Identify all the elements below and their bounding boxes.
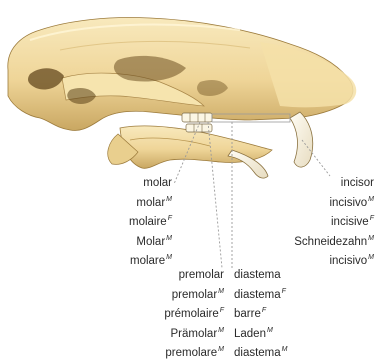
diastema-term-fr: barreF xyxy=(234,303,314,323)
molar-term-es: molarM xyxy=(98,192,172,212)
incisor-term-fr: incisiveF xyxy=(278,211,374,231)
premolar-term-fr: prémolaireF xyxy=(148,303,224,323)
premolar-term-de: PrämolarM xyxy=(148,323,224,343)
diastema-term-es: diastemaF xyxy=(234,284,314,304)
premolar-label-group: premolar premolarM prémolaireF PrämolarM… xyxy=(148,268,224,362)
molar-term-en: molar xyxy=(98,176,172,192)
incisor-term-es: incisivoM xyxy=(278,192,374,212)
diastema-term-en: diastema xyxy=(234,268,314,284)
diastema-term-de: LadenM xyxy=(234,323,314,343)
incisor-label-group: incisor incisivoM incisiveF Schneidezahn… xyxy=(278,176,374,270)
premolar-term-it: premolareM xyxy=(148,342,224,362)
diastema-term-it: diastemaM xyxy=(234,342,314,362)
molar-term-fr: molaireF xyxy=(98,211,172,231)
molar-label-group: molar molarM molaireF MolarM molareM xyxy=(98,176,172,270)
incisor-term-en: incisor xyxy=(278,176,374,192)
upper-incisor xyxy=(290,112,313,167)
diastema-label-group: diastema diastemaF barreF LadenM diastem… xyxy=(234,268,314,362)
premolar-term-en: premolar xyxy=(148,268,224,284)
incisor-term-de: SchneidezahnM xyxy=(278,231,374,251)
incisor-term-it: incisivoM xyxy=(278,250,374,270)
molar-term-de: MolarM xyxy=(98,231,172,251)
premolar-term-es: premolarM xyxy=(148,284,224,304)
molar-term-it: molareM xyxy=(98,250,172,270)
cheek-teeth xyxy=(182,113,212,132)
